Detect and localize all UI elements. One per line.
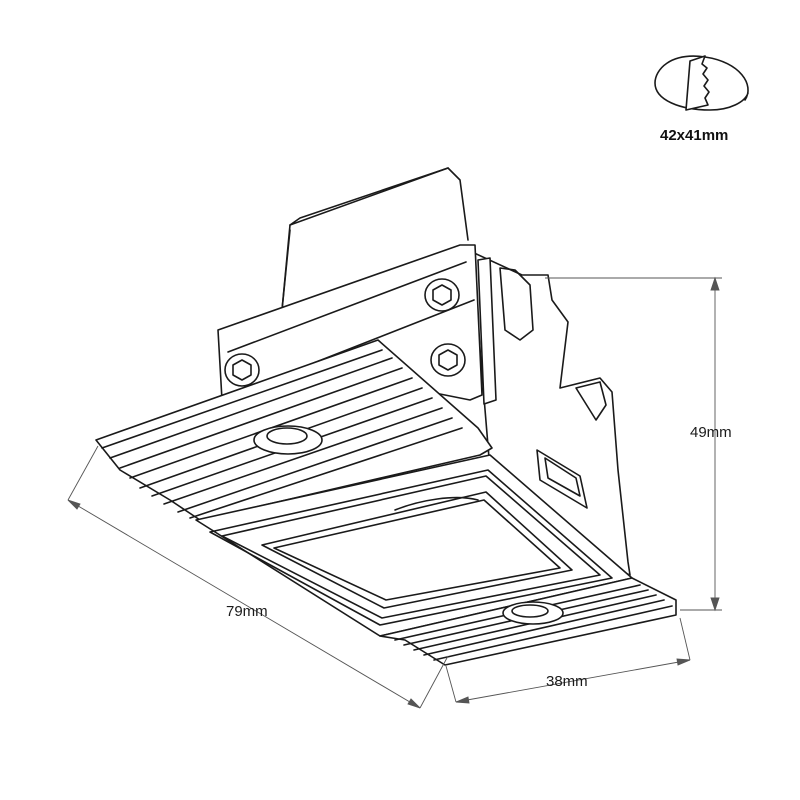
spring-clip-lower bbox=[502, 601, 564, 625]
width-dimension-label: 79mm bbox=[226, 603, 268, 620]
height-dimension-line bbox=[545, 276, 722, 612]
depth-dimension-label: 38mm bbox=[546, 673, 588, 690]
width-dimension-line bbox=[67, 445, 449, 709]
depth-dimension-line bbox=[445, 617, 691, 704]
screw-head-top-right bbox=[424, 278, 460, 312]
driver-box bbox=[281, 167, 469, 311]
cutout-size-label: 42x41mm bbox=[660, 127, 729, 144]
height-dimension-label: 49mm bbox=[690, 424, 732, 441]
screw-head-left bbox=[224, 353, 260, 387]
side-housing bbox=[471, 251, 631, 576]
saw-cutout-icon bbox=[654, 55, 749, 111]
spring-clip-upper bbox=[253, 425, 323, 455]
screw-head-bottom-right bbox=[430, 343, 466, 377]
